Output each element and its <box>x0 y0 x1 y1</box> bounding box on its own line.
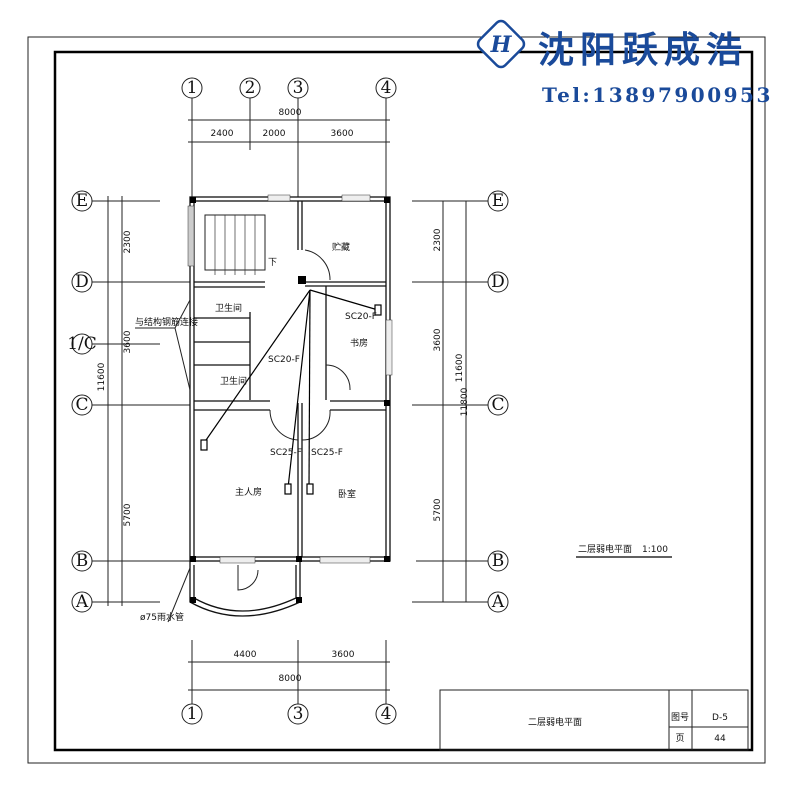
inner-frame <box>53 50 754 752</box>
page-label: 页 <box>675 733 684 744</box>
dim-top-seg: 2000 <box>263 129 286 139</box>
building-walls <box>187 194 393 617</box>
outer-frame <box>27 36 766 764</box>
caption-title: 二层弱电平面 <box>578 543 632 555</box>
dim-right-small: 11800 <box>460 387 470 416</box>
left-axis-markers: E D 1/C C B A 2300 3600 5700 11600 <box>67 190 190 613</box>
dim-left-seg: 3600 <box>123 330 133 353</box>
dim-top-total: 8000 <box>279 108 302 118</box>
room-study: 书房 <box>350 337 368 349</box>
company-logo-icon: H <box>476 19 526 69</box>
conduit-label: SC25-F <box>311 448 343 458</box>
title-block-title: 二层弱电平面 <box>528 716 582 728</box>
room-bath-1: 卫生间 <box>215 302 242 314</box>
page-number: 44 <box>714 734 726 744</box>
stairs-down: 下 <box>268 258 277 268</box>
dim-bottom-total: 8000 <box>279 674 302 684</box>
drawing-no: D-5 <box>712 713 728 723</box>
axis-label: C <box>491 395 504 415</box>
dim-bottom-seg: 4400 <box>234 650 257 660</box>
axis-label: B <box>492 551 505 571</box>
top-axis-markers: 1 2 3 4 8000 2400 2000 3600 <box>181 77 397 197</box>
axis-label: 3 <box>293 704 304 724</box>
axis-label: 1 <box>187 704 198 724</box>
svg-text:H: H <box>490 32 513 58</box>
dim-left-seg: 5700 <box>123 503 133 526</box>
title-block: 二层弱电平面 图号 D-5 页 44 <box>439 689 749 751</box>
dim-left-total: 11600 <box>97 362 107 391</box>
axis-label: 1 <box>187 78 198 98</box>
dim-right-seg: 3600 <box>433 328 443 351</box>
axis-label: B <box>76 551 89 571</box>
axis-label: E <box>492 191 504 211</box>
company-phone: Tel:13897900953 <box>542 83 773 107</box>
axis-label: A <box>75 592 89 612</box>
room-master: 主人房 <box>235 486 262 498</box>
dim-bottom-seg: 3600 <box>332 650 355 660</box>
weak-current-wiring <box>200 289 382 495</box>
drawing-caption: 二层弱电平面 1:100 <box>576 543 672 558</box>
axis-label: 4 <box>381 704 392 724</box>
axis-label: E <box>76 191 88 211</box>
axis-label: A <box>491 592 505 612</box>
caption-scale: 1:100 <box>642 545 668 555</box>
dim-top-seg: 2400 <box>211 129 234 139</box>
conduit-label: SC20-F <box>268 355 300 365</box>
conduit-label: SC20-F <box>345 312 377 322</box>
right-axis-markers: E D C B A 2300 3600 5700 11600 11800 <box>412 190 509 613</box>
grounding-note: 与结构钢筋连接 <box>135 316 198 328</box>
axis-label: 1/C <box>67 334 97 354</box>
axis-label: 2 <box>245 78 256 98</box>
watermark: H 沈阳跃成浩 Tel:13897900953 <box>476 19 773 107</box>
axis-label: 4 <box>381 78 392 98</box>
axis-label: C <box>75 395 88 415</box>
axis-label: D <box>75 272 89 292</box>
company-name: 沈阳跃成浩 <box>538 29 748 71</box>
dim-right-seg: 2300 <box>433 228 443 251</box>
dim-right-seg: 5700 <box>433 498 443 521</box>
dim-top-seg: 3600 <box>331 129 354 139</box>
bottom-axis-markers: 4400 3600 8000 1 3 4 <box>181 640 397 725</box>
dim-right-total: 11600 <box>455 353 465 382</box>
conduit-label: SC25-F <box>270 448 302 458</box>
room-bath-2: 卫生间 <box>220 375 247 387</box>
drawing-no-label: 图号 <box>671 712 689 723</box>
rain-pipe-note: ø75雨水管 <box>140 611 184 623</box>
room-storage: 贮藏 <box>332 241 350 253</box>
axis-label: D <box>491 272 505 292</box>
room-bedroom: 卧室 <box>338 488 356 500</box>
dim-left-seg: 2300 <box>123 230 133 253</box>
axis-label: 3 <box>293 78 304 98</box>
